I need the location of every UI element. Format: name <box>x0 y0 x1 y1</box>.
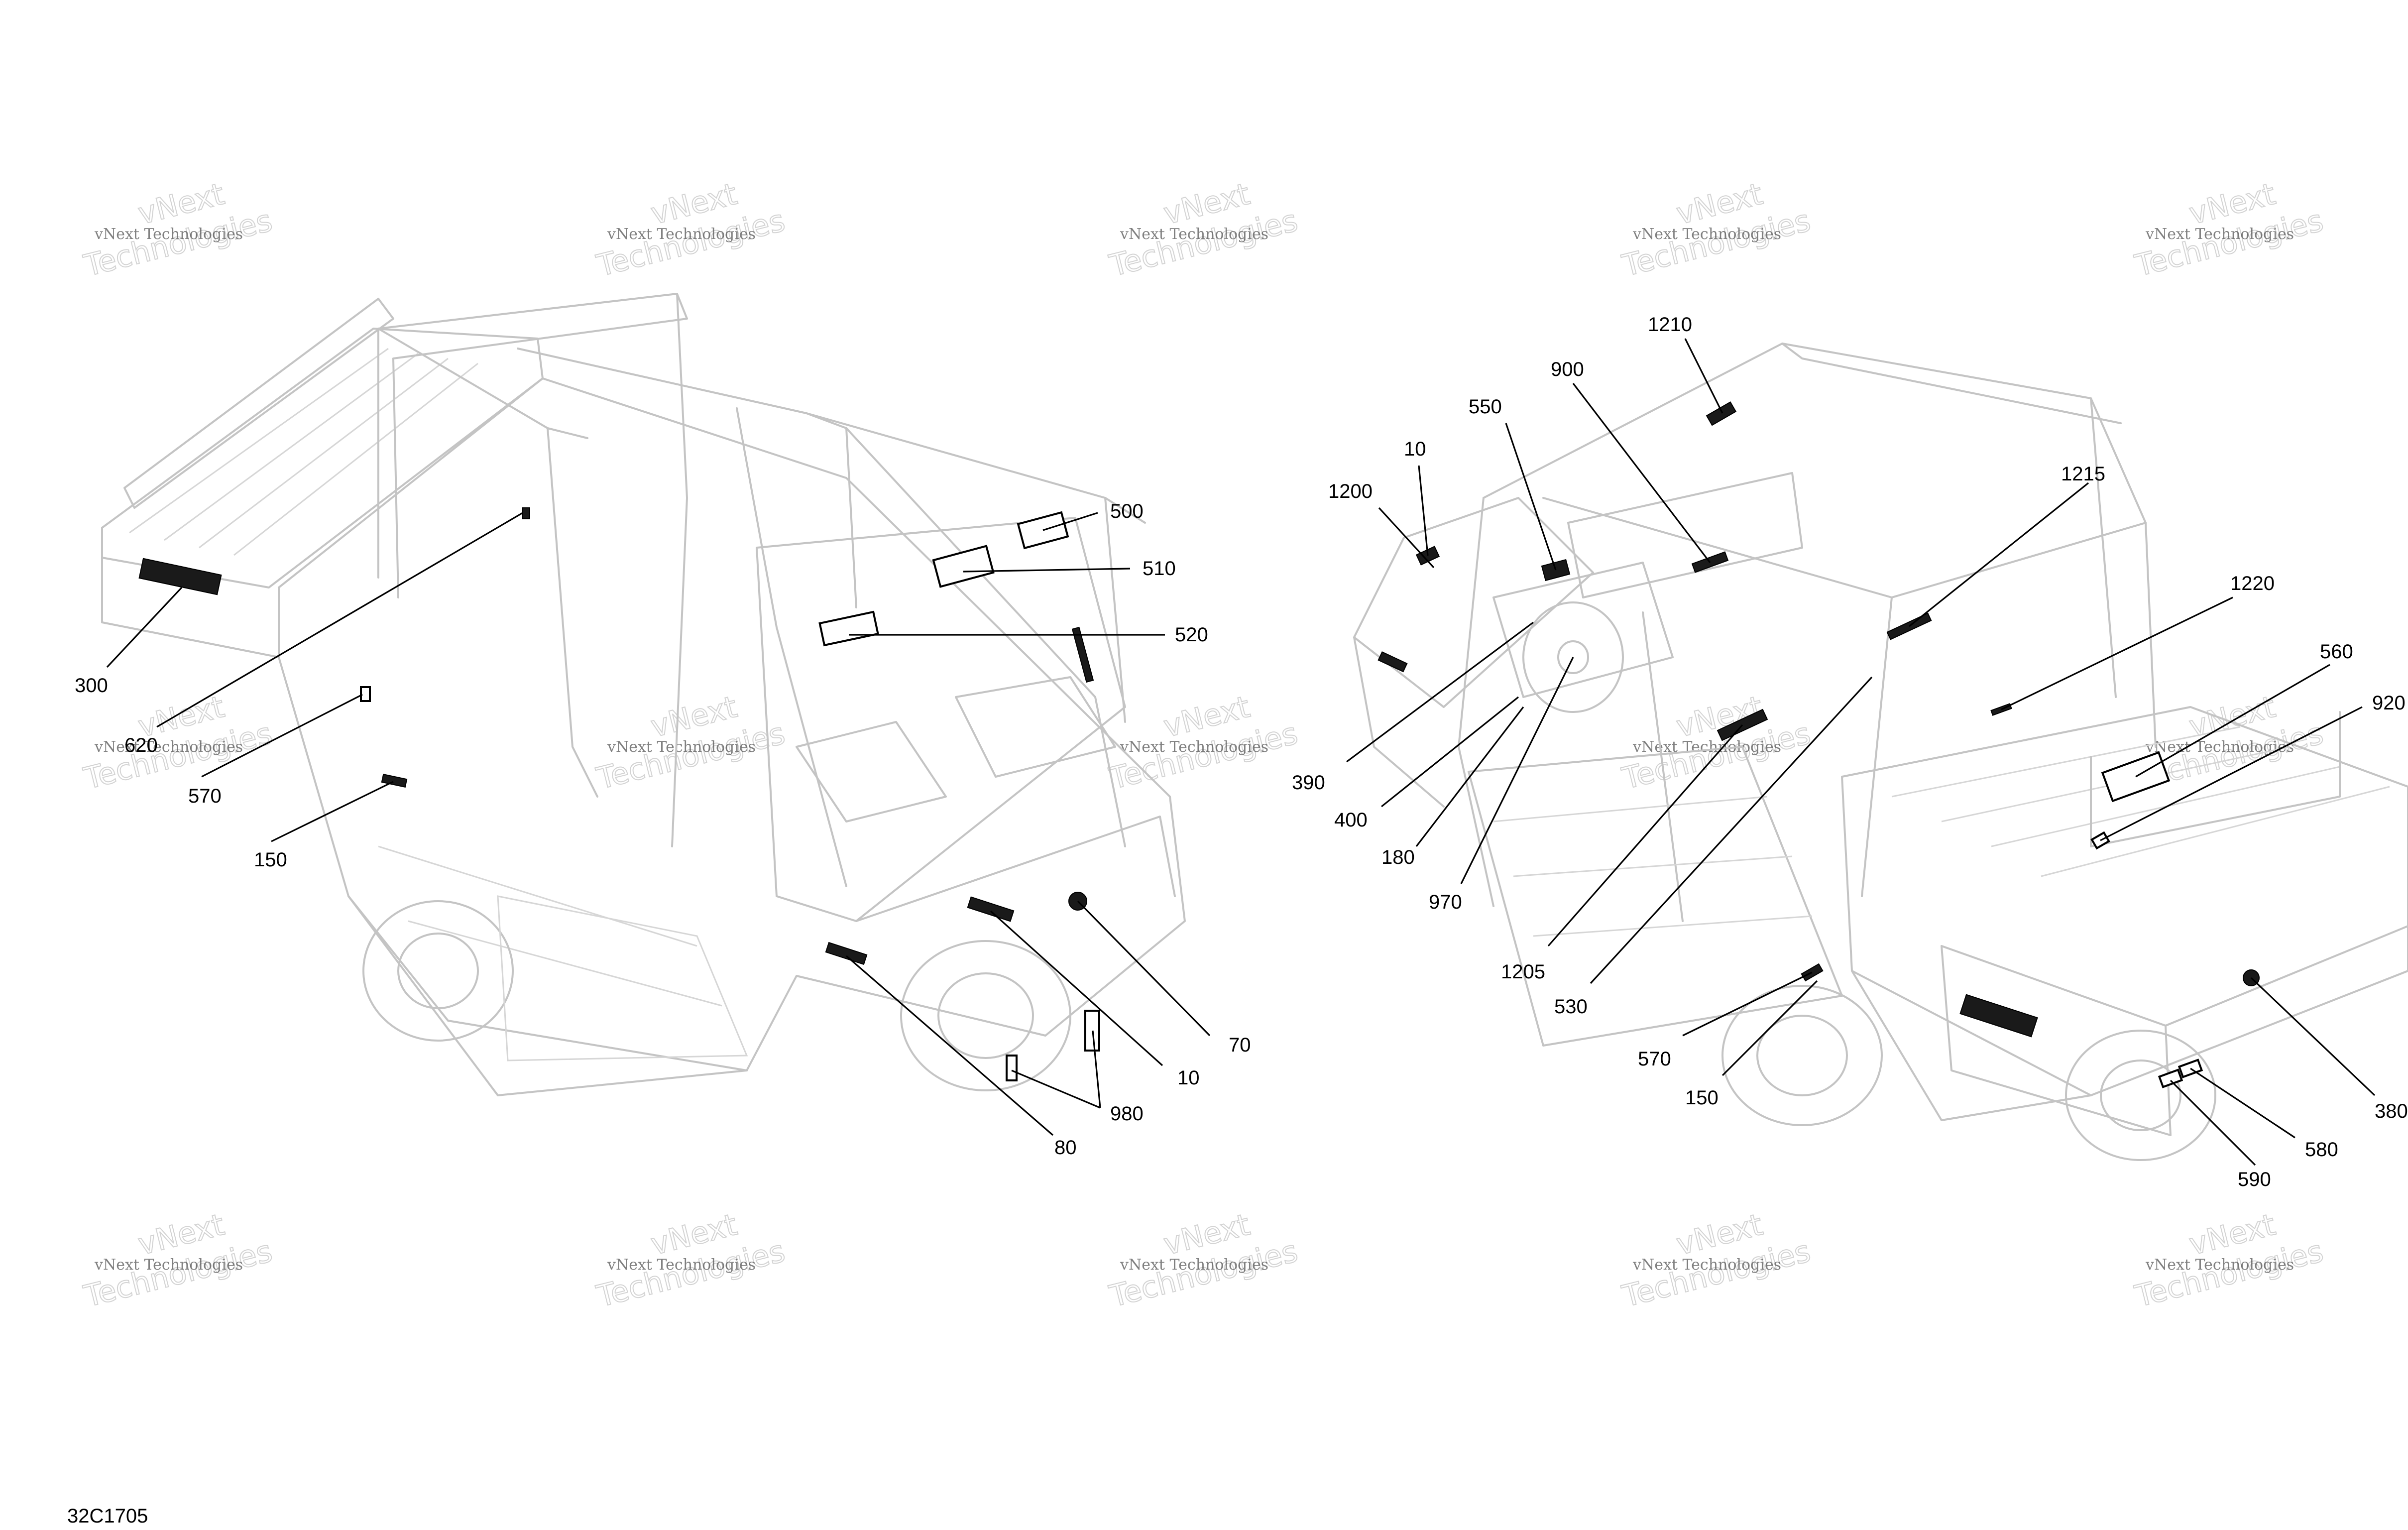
callout-970: 970 <box>1429 891 1462 913</box>
watermark-text: vNext Technologies <box>94 738 243 756</box>
callout-620: 620 <box>124 734 158 756</box>
watermark-text: vNext Technologies <box>1120 226 1268 243</box>
callout-900: 900 <box>1551 358 1584 380</box>
callout-500: 500 <box>1110 500 1144 522</box>
callout-580: 580 <box>2305 1139 2338 1161</box>
callout-300: 300 <box>75 675 108 697</box>
callout-520: 520 <box>1175 624 1208 646</box>
watermark-text: vNext Technologies <box>607 226 756 243</box>
callout-1205: 1205 <box>1501 961 1545 983</box>
callout-570: 570 <box>188 785 222 807</box>
decals-right <box>1377 401 2260 1088</box>
callout-980: 980 <box>1110 1103 1144 1125</box>
callout-1220: 1220 <box>2230 573 2275 594</box>
watermark-text: vNext Technologies <box>607 1256 756 1274</box>
callouts-left: 500 510 520 300 620 570 150 70 10 980 80 <box>75 500 1251 1159</box>
drawing-code: 32C1705 <box>67 1505 148 1527</box>
watermark-text: vNext Technologies <box>1632 1256 1781 1274</box>
callout-150: 150 <box>254 849 287 871</box>
callout-1215: 1215 <box>2061 463 2105 485</box>
watermark-text: vNext Technologies <box>1120 1256 1268 1274</box>
callout-510: 510 <box>1143 558 1176 580</box>
watermark-text: vNext Technologies <box>2145 226 2294 243</box>
watermark-text: vNext Technologies <box>607 738 756 756</box>
watermark-text: vNext Technologies <box>1632 226 1781 243</box>
callout-550: 550 <box>1469 396 1502 418</box>
callout-1200: 1200 <box>1328 480 1373 502</box>
vehicle-right-view <box>1353 343 2408 1161</box>
callout-380: 380 <box>2375 1100 2408 1122</box>
callout-150-right: 150 <box>1685 1087 1719 1109</box>
watermark-text: vNext Technologies <box>1632 738 1781 756</box>
callouts-right: 1210 900 550 10 1200 1215 1220 560 920 3… <box>1292 314 2408 1190</box>
callout-920: 920 <box>2372 692 2406 714</box>
watermark-text: vNext Technologies <box>1120 738 1268 756</box>
callout-10: 10 <box>1177 1067 1200 1089</box>
callout-530: 530 <box>1554 996 1588 1018</box>
leader-lines <box>106 338 2376 1166</box>
watermark-text: vNext Technologies <box>94 226 243 243</box>
callout-590: 590 <box>2238 1169 2271 1190</box>
callout-10-right: 10 <box>1404 438 1426 460</box>
watermark-text: vNext Technologies <box>94 1256 243 1274</box>
callout-570-right: 570 <box>1638 1048 1671 1070</box>
callout-1210: 1210 <box>1648 314 1692 336</box>
callout-400: 400 <box>1334 809 1368 831</box>
callout-390: 390 <box>1292 772 1325 794</box>
vehicle-left-view <box>101 293 1186 1096</box>
callout-80: 80 <box>1054 1137 1077 1159</box>
callout-560: 560 <box>2320 641 2353 663</box>
decals-left <box>138 507 1100 1081</box>
watermark-text: vNext Technologies <box>2145 1256 2294 1274</box>
callout-70: 70 <box>1229 1034 1251 1056</box>
callout-180: 180 <box>1381 846 1415 868</box>
